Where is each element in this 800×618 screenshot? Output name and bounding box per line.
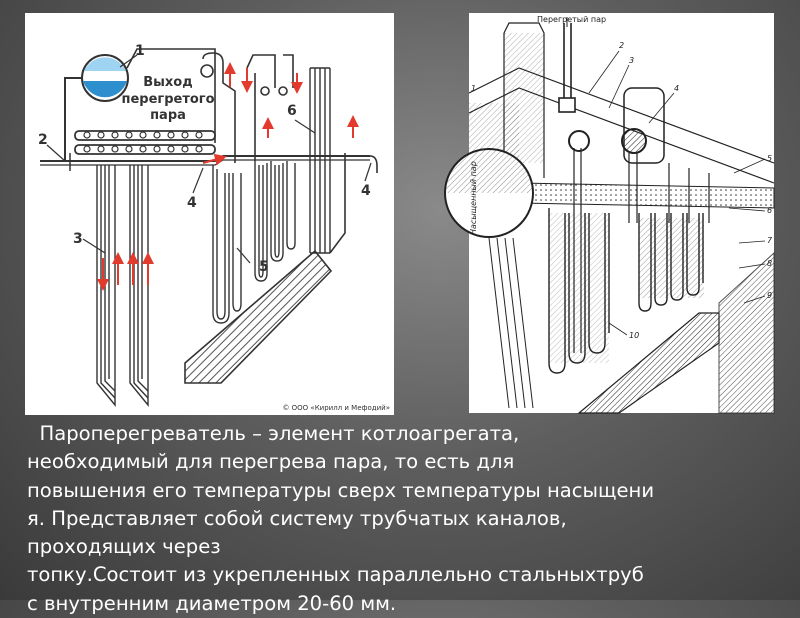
caption-line-3: повышения его температуры сверх температ… bbox=[27, 478, 655, 502]
label-r5: 5 bbox=[767, 154, 772, 163]
label-4b: 4 bbox=[361, 183, 371, 199]
label-1: 1 bbox=[135, 43, 145, 59]
label-r9: 9 bbox=[767, 291, 772, 300]
superheater-coils bbox=[212, 161, 296, 324]
drum-cutaway bbox=[444, 148, 534, 238]
label-6: 6 bbox=[287, 103, 297, 119]
description-text: Пароперегреватель – элемент котлоагрегат… bbox=[27, 420, 787, 615]
side-waterwall bbox=[488, 237, 534, 409]
label-r1: 1 bbox=[471, 84, 476, 93]
caption-line-2: необходимый для перегрева пара, то есть … bbox=[27, 450, 515, 474]
caption-line-7: с внутренним диаметром 20-60 мм. bbox=[27, 591, 397, 615]
caption-line-4: я. Представляет собой систему трубчатых … bbox=[27, 506, 567, 530]
caption-line-5: проходящих через bbox=[27, 535, 221, 559]
outlet-label-line3: пара bbox=[150, 108, 186, 123]
flow-arrows-waterwall bbox=[97, 252, 154, 291]
boiler-cutaway-figure: Перегретый пар bbox=[444, 13, 775, 414]
boiler-cutaway-drawing: Перегретый пар bbox=[444, 13, 775, 414]
headers bbox=[568, 87, 665, 164]
caption-line-1: Пароперегреватель – элемент котлоагрегат… bbox=[27, 422, 520, 445]
waterwall-tubes bbox=[96, 165, 149, 407]
label-3: 3 bbox=[73, 231, 83, 247]
label-r6: 6 bbox=[767, 206, 772, 215]
tube-bank-6 bbox=[309, 67, 331, 254]
furnace-wall bbox=[184, 249, 333, 384]
outlet-label-line1: Выход bbox=[143, 75, 192, 90]
superheated-steam-pipe bbox=[558, 23, 576, 113]
superheated-steam-label: Перегретый пар bbox=[537, 15, 606, 24]
copyright-credit: © ООО «Кирилл и Мефодий» bbox=[282, 404, 390, 412]
superheater-schematic-drawing: 1 Выход перегретого пара 2 4 4 bbox=[38, 43, 378, 407]
superheater-schematic-figure: 1 Выход перегретого пара 2 4 4 bbox=[25, 13, 394, 415]
label-4a: 4 bbox=[187, 195, 197, 211]
label-r3: 3 bbox=[629, 56, 634, 65]
label-r4: 4 bbox=[674, 84, 679, 93]
label-r8: 8 bbox=[767, 259, 772, 268]
label-2: 2 bbox=[38, 132, 48, 148]
steam-drum bbox=[81, 54, 129, 102]
top-connecting-pipes bbox=[200, 52, 346, 254]
inlet-headers bbox=[74, 130, 216, 155]
label-r10: 10 bbox=[629, 331, 639, 340]
outlet-label-line2: перегретого bbox=[121, 92, 214, 107]
label-5: 5 bbox=[259, 259, 269, 275]
saturated-steam-label: Насыщенный пар bbox=[469, 161, 478, 235]
label-r2: 2 bbox=[619, 41, 624, 50]
flow-arrows-top bbox=[224, 62, 359, 138]
label-r7: 7 bbox=[767, 236, 773, 245]
caption-line-6: топку.Состоит из укрепленных параллельно… bbox=[27, 563, 644, 587]
